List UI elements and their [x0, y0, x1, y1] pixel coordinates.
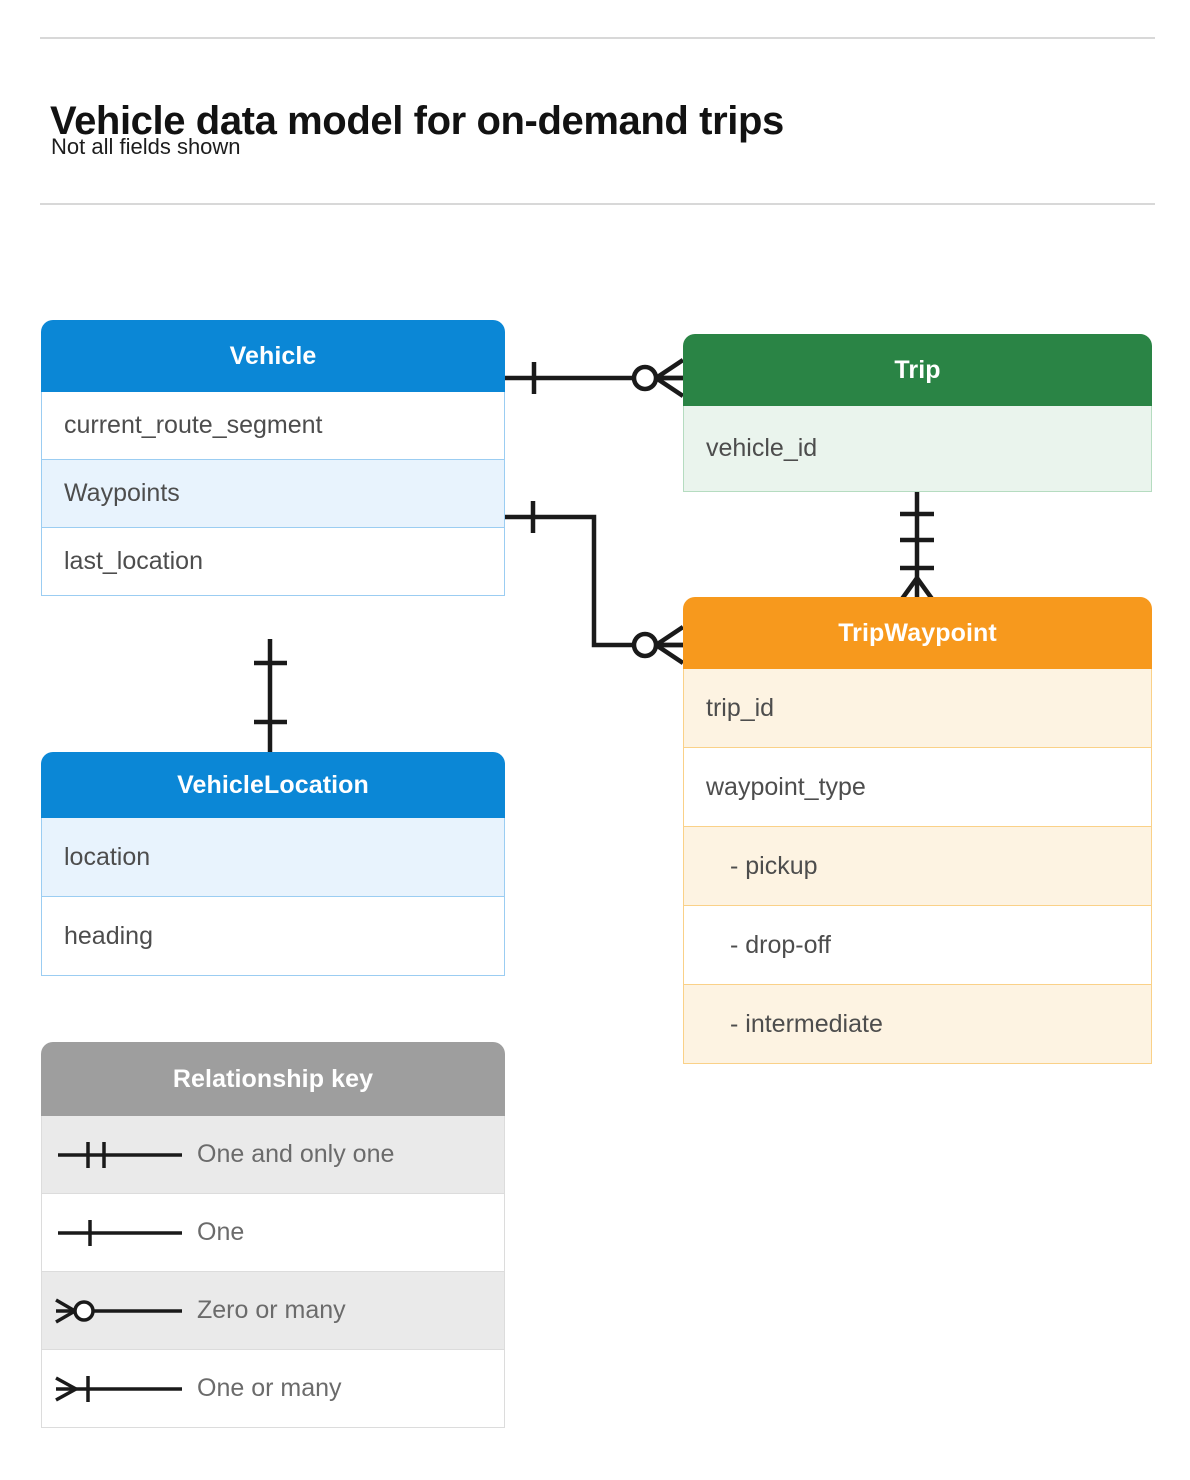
header-divider-top	[40, 37, 1155, 39]
entity-trip-title: Trip	[683, 334, 1152, 406]
connector-vehicle-vehiclelocation	[254, 639, 287, 752]
field-row[interactable]: - pickup	[683, 827, 1152, 906]
entity-vehicle-location-fields: location heading	[41, 818, 505, 976]
legend-item-zero-or-many[interactable]: Zero or many	[41, 1272, 505, 1350]
connector-vehicle-waypoints-tripwaypoint	[505, 501, 685, 665]
legend-item-label: One or many	[197, 1374, 342, 1402]
entity-vehicle-title: Vehicle	[41, 320, 505, 392]
field-row[interactable]: - intermediate	[683, 985, 1152, 1064]
field-row[interactable]: - drop-off	[683, 906, 1152, 985]
field-row[interactable]: location	[41, 818, 505, 897]
page-subtitle: Not all fields shown	[51, 134, 241, 159]
entity-trip[interactable]: Trip vehicle_id	[683, 334, 1152, 492]
field-row[interactable]: vehicle_id	[683, 406, 1152, 492]
zero-or-many-icon	[42, 1291, 197, 1331]
field-row[interactable]: waypoint_type	[683, 748, 1152, 827]
connector-vehicle-trip	[505, 358, 685, 398]
field-row[interactable]: Waypoints	[41, 460, 505, 528]
field-row[interactable]: trip_id	[683, 669, 1152, 748]
legend-rows: One and only one One	[41, 1116, 505, 1428]
field-row[interactable]: heading	[41, 897, 505, 976]
entity-trip-waypoint[interactable]: TripWaypoint trip_id waypoint_type - pic…	[683, 597, 1152, 1064]
field-row[interactable]: current_route_segment	[41, 392, 505, 460]
page-title: Vehicle data model for on-demand trips	[50, 98, 784, 143]
relationship-key-legend[interactable]: Relationship key One and only one	[41, 1042, 505, 1428]
legend-item-label: One and only one	[197, 1140, 395, 1168]
one-or-many-icon	[42, 1369, 197, 1409]
entity-vehicle[interactable]: Vehicle current_route_segment Waypoints …	[41, 320, 505, 596]
entity-vehicle-location-title: VehicleLocation	[41, 752, 505, 818]
legend-title: Relationship key	[41, 1042, 505, 1116]
entity-vehicle-fields: current_route_segment Waypoints last_loc…	[41, 392, 505, 596]
one-and-only-one-icon	[42, 1135, 197, 1175]
legend-item-one-and-only-one[interactable]: One and only one	[41, 1116, 505, 1194]
legend-item-one[interactable]: One	[41, 1194, 505, 1272]
entity-vehicle-location[interactable]: VehicleLocation location heading	[41, 752, 505, 976]
legend-item-label: One	[197, 1218, 245, 1246]
entity-trip-waypoint-fields: trip_id waypoint_type - pickup - drop-of…	[683, 669, 1152, 1064]
entity-trip-waypoint-title: TripWaypoint	[683, 597, 1152, 669]
field-row[interactable]: last_location	[41, 528, 505, 596]
legend-item-one-or-many[interactable]: One or many	[41, 1350, 505, 1428]
legend-item-label: Zero or many	[197, 1296, 346, 1324]
entity-trip-fields: vehicle_id	[683, 406, 1152, 492]
connector-trip-tripwaypoint	[897, 492, 937, 605]
one-icon	[42, 1213, 197, 1253]
header-divider-bottom	[40, 203, 1155, 205]
